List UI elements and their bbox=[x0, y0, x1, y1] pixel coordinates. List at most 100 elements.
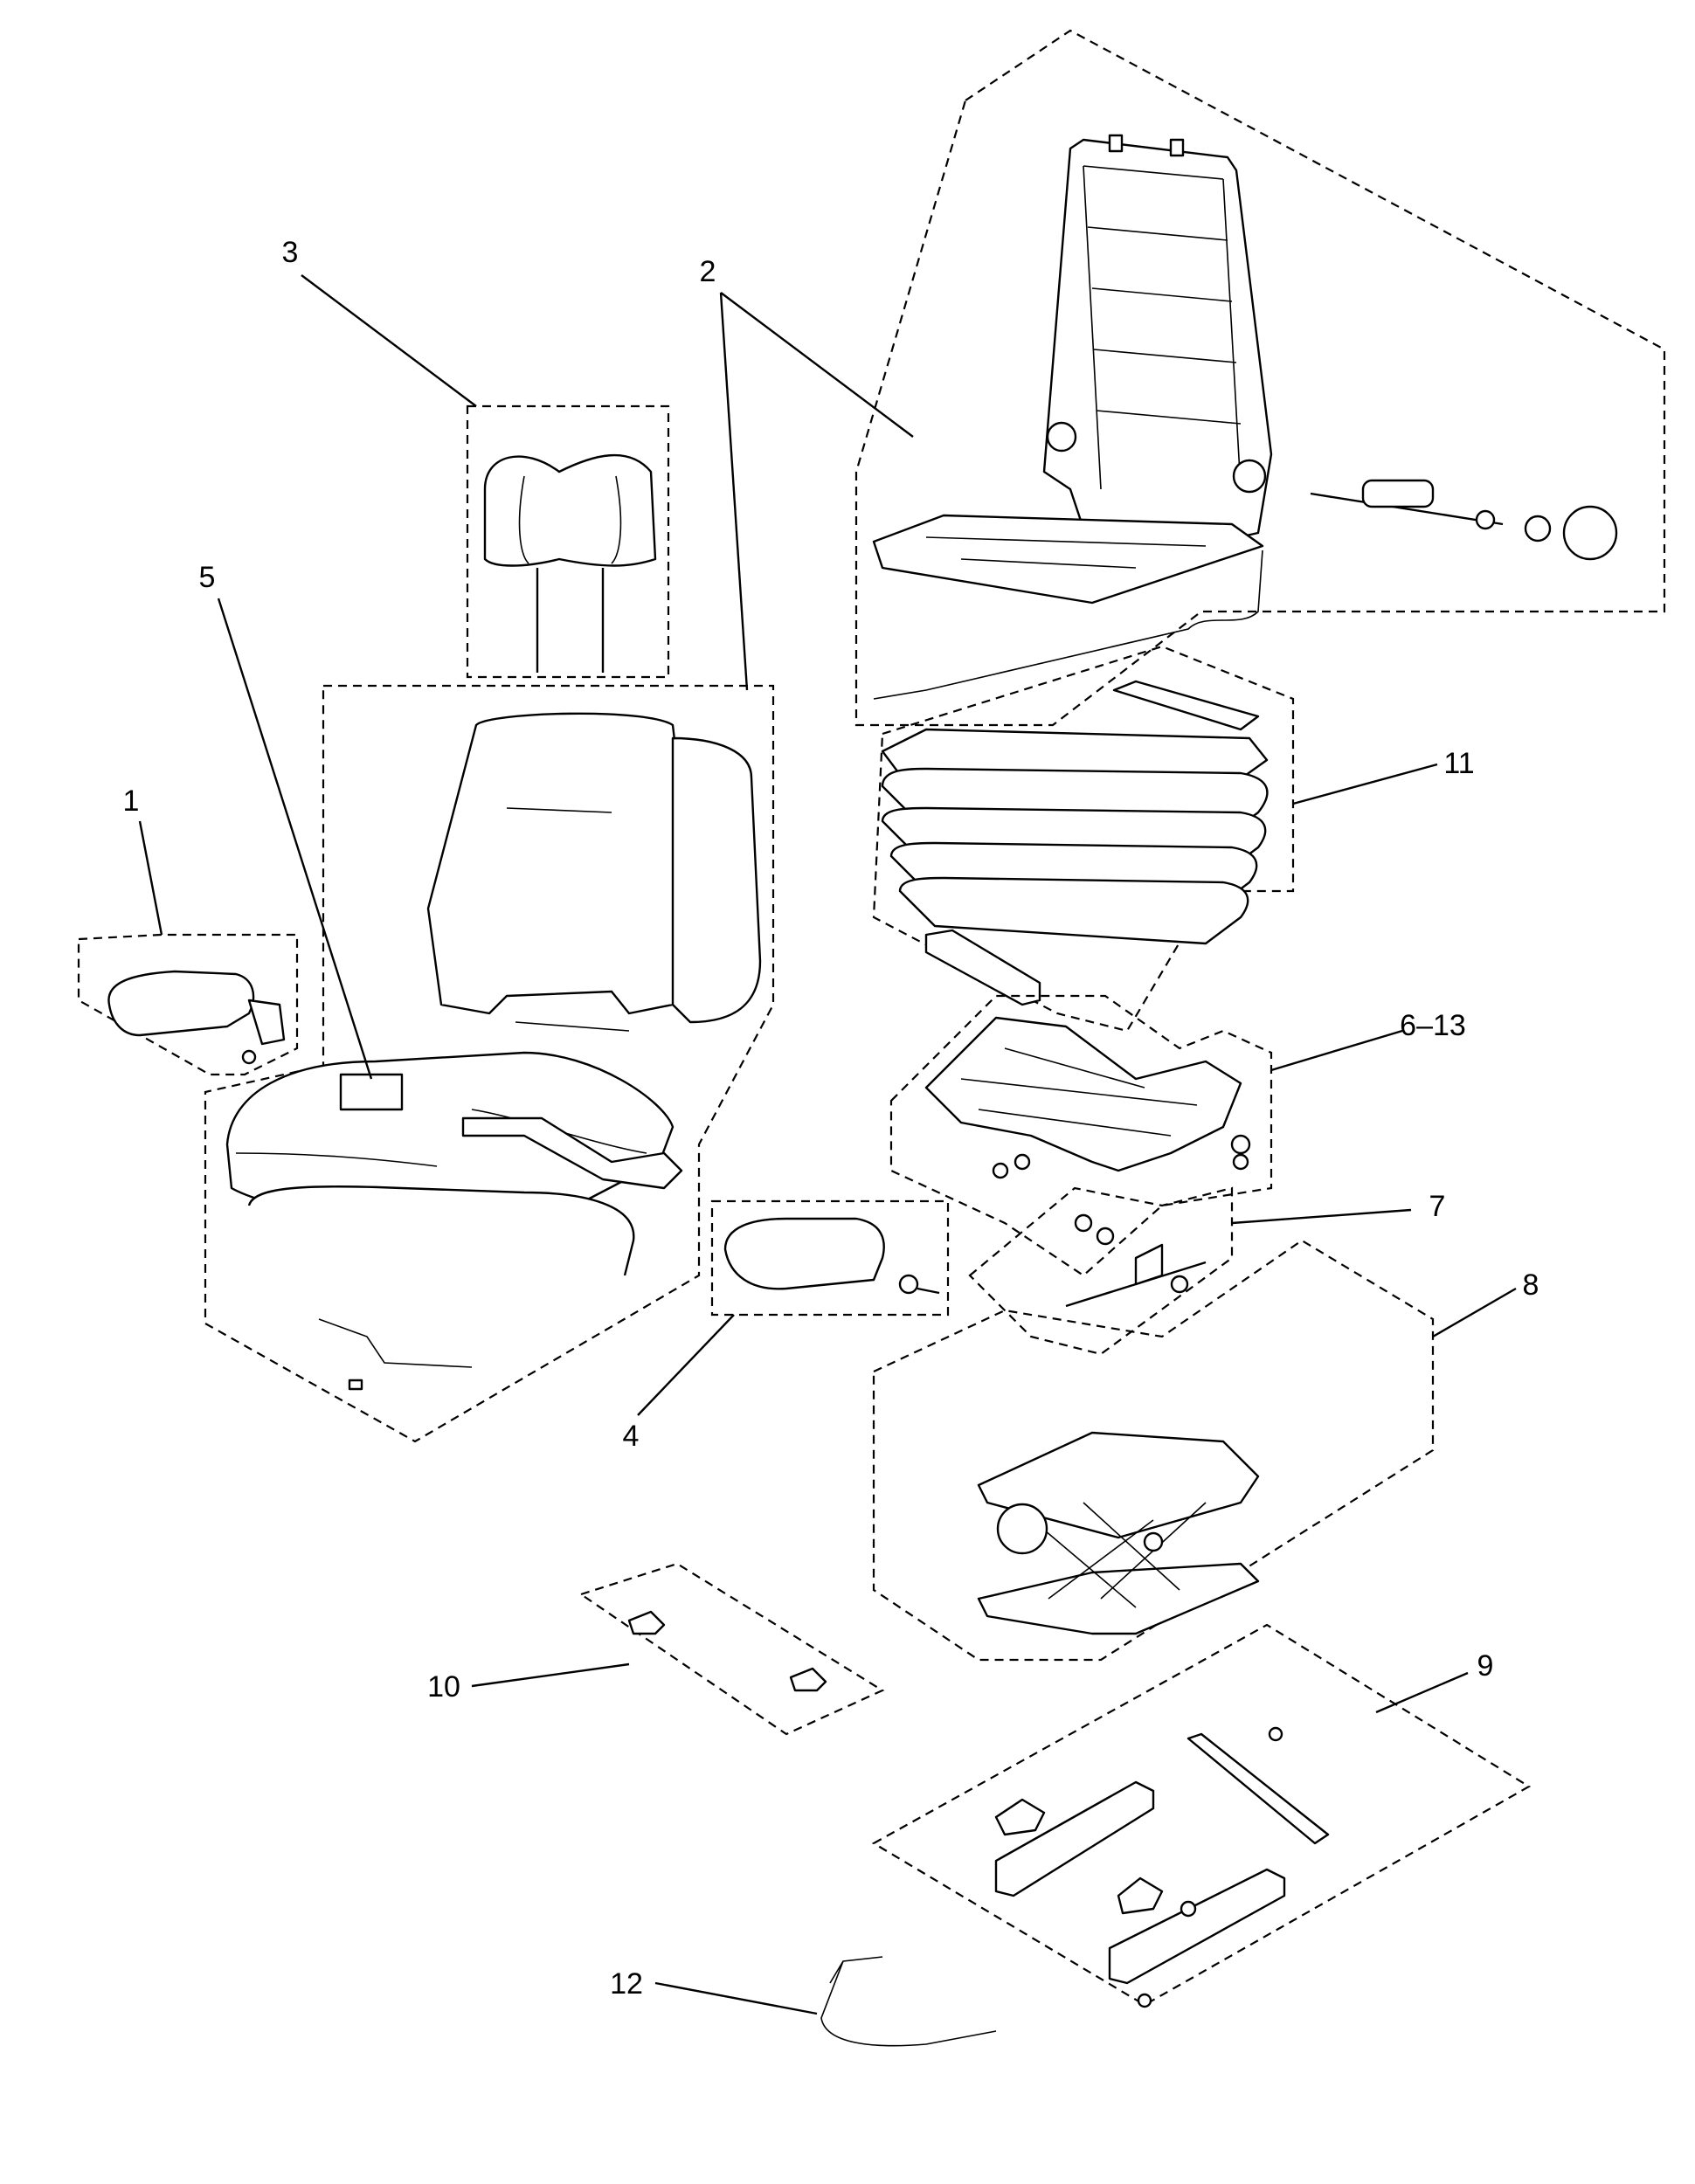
armrest-bolt-right bbox=[917, 1287, 940, 1295]
leader-9 bbox=[1375, 1671, 1469, 1714]
backrest-cushion bbox=[426, 712, 692, 1015]
callout-1: 1 bbox=[123, 784, 140, 818]
bellows-bracket bbox=[924, 929, 1041, 1006]
rail-nut-2 bbox=[1232, 1153, 1249, 1171]
leader-12 bbox=[654, 1981, 818, 2015]
belt-buckle bbox=[339, 1073, 404, 1111]
callout-12: 12 bbox=[610, 1967, 643, 2001]
leader-1 bbox=[138, 820, 163, 936]
callout-3: 3 bbox=[282, 236, 299, 269]
callout-11: 11 bbox=[1443, 747, 1474, 780]
rail-bolt-9 bbox=[1268, 1726, 1283, 1742]
frame-stud-2 bbox=[1169, 138, 1185, 157]
leader-10 bbox=[471, 1662, 630, 1688]
headrest-cushion bbox=[483, 453, 657, 567]
damper-roller bbox=[996, 1503, 1048, 1555]
scissor-arms bbox=[1021, 1502, 1207, 1608]
group-3-headrest bbox=[466, 404, 670, 679]
callout-4: 4 bbox=[623, 1420, 640, 1453]
armrest-bracket bbox=[247, 999, 286, 1046]
callout-8: 8 bbox=[1523, 1268, 1539, 1302]
recline-sleeve bbox=[1361, 479, 1435, 508]
bellows-slide-plate bbox=[1112, 680, 1260, 731]
leader-3 bbox=[301, 274, 477, 407]
leader-4 bbox=[637, 1314, 735, 1416]
group-2-seat-boundary bbox=[204, 684, 775, 1443]
armrest-bolt bbox=[241, 1049, 257, 1065]
bellows-layer-4 bbox=[898, 876, 1249, 945]
clamp-1 bbox=[994, 1798, 1046, 1836]
leader-5 bbox=[217, 598, 373, 1080]
seat-pan-frame bbox=[872, 514, 1264, 605]
part-12-cable bbox=[820, 1956, 997, 2047]
group-10-boundary bbox=[578, 1562, 885, 1736]
bar-washer bbox=[1096, 1227, 1115, 1246]
clip-2 bbox=[789, 1667, 827, 1692]
seat-base-foam bbox=[247, 1185, 635, 1276]
recline-cable bbox=[873, 549, 1263, 700]
leader-2a bbox=[720, 292, 914, 438]
group-4-boundary bbox=[710, 1199, 950, 1317]
callout-7: 7 bbox=[1429, 1190, 1446, 1223]
clip-1 bbox=[627, 1610, 666, 1635]
slide-strip bbox=[1186, 1732, 1330, 1845]
group-9-mounting-rails bbox=[871, 1623, 1532, 2008]
seat-wire bbox=[318, 1318, 473, 1368]
seat-clip bbox=[348, 1379, 363, 1391]
group-4-armrest bbox=[710, 1199, 950, 1317]
frame-stud bbox=[1108, 134, 1124, 153]
rail-washer bbox=[1230, 1134, 1251, 1155]
group-2-backrest-cushion bbox=[204, 684, 775, 1443]
backrest-foam bbox=[671, 736, 762, 1024]
rail-nut bbox=[992, 1162, 1009, 1179]
group-11-bellows bbox=[872, 645, 1295, 1033]
group-9-boundary bbox=[871, 1623, 1532, 2007]
group-1-armrest bbox=[77, 933, 299, 1076]
armrest-pad bbox=[107, 970, 255, 1037]
group-8-scissor-suspension bbox=[872, 1239, 1435, 1662]
leader-6-13 bbox=[1270, 1029, 1403, 1072]
rail-assembly bbox=[924, 1016, 1242, 1172]
suspension-bottom-frame bbox=[977, 1562, 1260, 1635]
leader-2b bbox=[719, 292, 749, 691]
recline-hinge-left bbox=[1046, 421, 1077, 453]
recline-knob bbox=[1562, 505, 1618, 561]
group-2-backrest-frame bbox=[854, 29, 1666, 727]
armrest-pad-right bbox=[723, 1217, 885, 1290]
washer bbox=[1475, 509, 1496, 530]
rail-nut-9b bbox=[1137, 1993, 1152, 2008]
base-rail-2 bbox=[1108, 1868, 1286, 1985]
group-6-13-slide-rails bbox=[889, 994, 1273, 1277]
bar-nut-2 bbox=[1170, 1275, 1189, 1294]
callout-2: 2 bbox=[700, 255, 716, 288]
group-6-13-boundary bbox=[889, 994, 1273, 1277]
callout-10: 10 bbox=[427, 1670, 460, 1704]
base-rail-1 bbox=[994, 1780, 1155, 1897]
leader-7 bbox=[1231, 1208, 1412, 1225]
clamp-2 bbox=[1117, 1876, 1164, 1915]
leader-11 bbox=[1292, 763, 1438, 805]
callout-9: 9 bbox=[1477, 1649, 1494, 1683]
group-7-boundary bbox=[968, 1186, 1234, 1356]
group-3-boundary bbox=[466, 404, 670, 679]
seat-belt-strap bbox=[461, 1116, 683, 1190]
callout-5: 5 bbox=[199, 561, 216, 594]
rail-nut-9 bbox=[1180, 1900, 1197, 1918]
leader-lines bbox=[138, 274, 1517, 2015]
recline-hinge bbox=[1232, 459, 1267, 494]
leader-8 bbox=[1432, 1287, 1517, 1338]
bar-nut bbox=[1074, 1213, 1093, 1233]
recline-rod bbox=[1310, 492, 1504, 526]
backrest-rod bbox=[515, 1021, 630, 1032]
callout-labels: 3 2 5 1 11 6–13 7 8 9 4 10 12 bbox=[123, 236, 1539, 2001]
callout-6-13: 6–13 bbox=[1400, 1009, 1466, 1042]
group-7-rail-bar bbox=[968, 1186, 1234, 1356]
group-1-boundary bbox=[77, 933, 299, 1076]
nut bbox=[1524, 515, 1552, 543]
group-8-boundary bbox=[872, 1239, 1435, 1662]
armrest-nut bbox=[898, 1274, 919, 1295]
bar-bracket bbox=[1134, 1243, 1164, 1286]
rail-bolt bbox=[1014, 1153, 1031, 1171]
group-10-clips bbox=[578, 1562, 885, 1736]
